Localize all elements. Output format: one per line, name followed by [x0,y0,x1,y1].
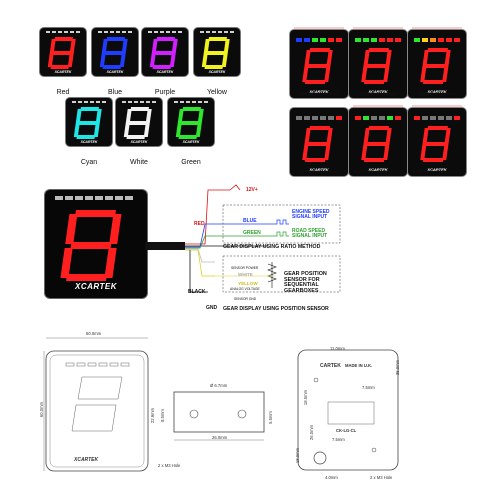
wiring-lines [145,184,341,293]
wiring-diagram: XCARTEK 12V+ RED BLUE GREEN ENGINE SPEED… [40,180,360,312]
color-swatch-blue: XCARTEK [92,28,138,76]
svg-text:XCARTEK: XCARTEK [308,167,329,172]
dim-26v: 26.0mm [309,424,315,441]
svg-text:XCARTEK: XCARTEK [130,140,148,144]
pattern-4: XCARTEK [290,108,348,176]
color-swatch-cyan: XCARTEK [66,98,112,146]
label-m3-hole: 2 x M3 Hole [158,463,181,468]
technical-drawings: 50.0mm 60.0mm XCARTEK Ø 6.7mm 22.9mm 8.5… [0,325,500,495]
label-green: GREEN [243,230,261,236]
label-blue: BLUE [243,218,257,224]
label-red: RED [194,221,205,227]
svg-text:XCARTEK: XCARTEK [426,89,447,94]
gear-display-unit: XCARTEK [45,190,147,298]
label-analog-voltage: ANALOG VOLTAGE [230,287,260,291]
pattern-2: XCARTEK [349,27,407,98]
svg-text:XCARTEK: XCARTEK [367,167,388,172]
dim-7-5b: 7.5mm [332,437,345,442]
rear-view-drawing [297,349,399,471]
front-view-drawing [43,337,149,472]
label-yellow: YELLOW [238,281,258,286]
dim-18-5: 18.5mm [303,389,309,406]
color-swatch-yellow: XCARTEK [194,28,240,76]
dim-7-5a: 7.5mm [362,385,375,390]
label-ratio-method: GEAR DISPLAY USING RATIO METHOD [223,244,321,250]
pattern-1: XCARTEK [290,27,348,98]
color-label-white: White [130,159,148,166]
color-label-cyan: Cyan [80,159,98,166]
svg-text:XCARTEK: XCARTEK [80,140,98,144]
pattern-label-2: Pattern 2 - Linear [359,91,397,96]
color-swatch-green: XCARTEK [168,98,214,146]
dim-4: 4.0mm [325,475,338,480]
color-swatch-white: XCARTEK [116,98,162,146]
svg-text:XCARTEK: XCARTEK [208,70,226,74]
svg-text:XCARTEK: XCARTEK [426,167,447,172]
gear-display-digit [55,196,133,281]
color-label-red: Red [56,89,70,96]
color-label-yellow: Yellow [207,89,227,96]
label-sensor-power: SENSOR POWER [231,266,259,270]
dim-18: 18.0mm [295,447,301,464]
color-swatch-red: XCARTEK [40,28,86,76]
svg-text:XCARTEK: XCARTEK [54,70,72,74]
color-label-green: Green [181,159,201,166]
rear-made-in: MADE IN U.K. [345,363,373,368]
pattern-6: XCARTEK [408,105,466,176]
label-m3-hole-2: 2 x M3 Hole [370,475,393,480]
dim-22-9: 22.9mm [150,407,156,424]
side-view-drawing [173,391,265,441]
dim-5-5: 5.5mm [267,411,273,424]
dim-height-60: 60.0mm [39,401,45,418]
dim-8-5: 8.5mm [159,409,165,422]
label-12v: 12V+ [246,187,258,193]
svg-text:XCARTEK: XCARTEK [106,70,124,74]
pattern-label-6: Pattern 6 - Converging [412,169,462,174]
svg-text:XCARTEK: XCARTEK [308,89,329,94]
dim-hole-dia: Ø 6.7mm [210,383,228,388]
rear-model: CK-LG-CL [336,428,357,433]
label-position-sensor: GEAR DISPLAY USING POSITION SENSOR [223,306,329,312]
dim-35: 35.0mm [395,359,401,376]
svg-text:XCARTEK: XCARTEK [156,70,174,74]
dim-width-50: 50.0mm [86,331,102,336]
color-label-blue: Blue [107,89,122,96]
label-sensor-gnd: SENSOR GND [234,297,257,301]
brand-logo: XCARTEK [75,282,118,291]
svg-text:XCARTEK: XCARTEK [367,89,388,94]
pattern-3: XCARTEK [408,27,466,98]
pattern-label-3: Pattern 3 - Linear [418,91,456,96]
rear-brand: CARTEK [320,363,341,369]
svg-text:XCARTEK: XCARTEK [182,140,200,144]
label-black: BLACK [188,289,206,295]
label-gnd: GND [206,305,218,311]
pattern-5: XCARTEK [349,105,407,176]
pattern-label-4: Pattern 4 - Linear [300,169,338,174]
color-swatch-purple: XCARTEK [142,28,188,76]
pattern-label-1: Pattern 1 - Linear [300,91,338,96]
label-white: WHITE [238,272,253,277]
dim-26: 26.0mm [212,435,228,440]
pattern-label-5: Pattern 5 - Converging [353,169,403,174]
dim-11: 11.0mm [330,346,345,351]
front-brand: XCARTEK [74,457,99,463]
color-label-purple: Purple [154,89,176,96]
